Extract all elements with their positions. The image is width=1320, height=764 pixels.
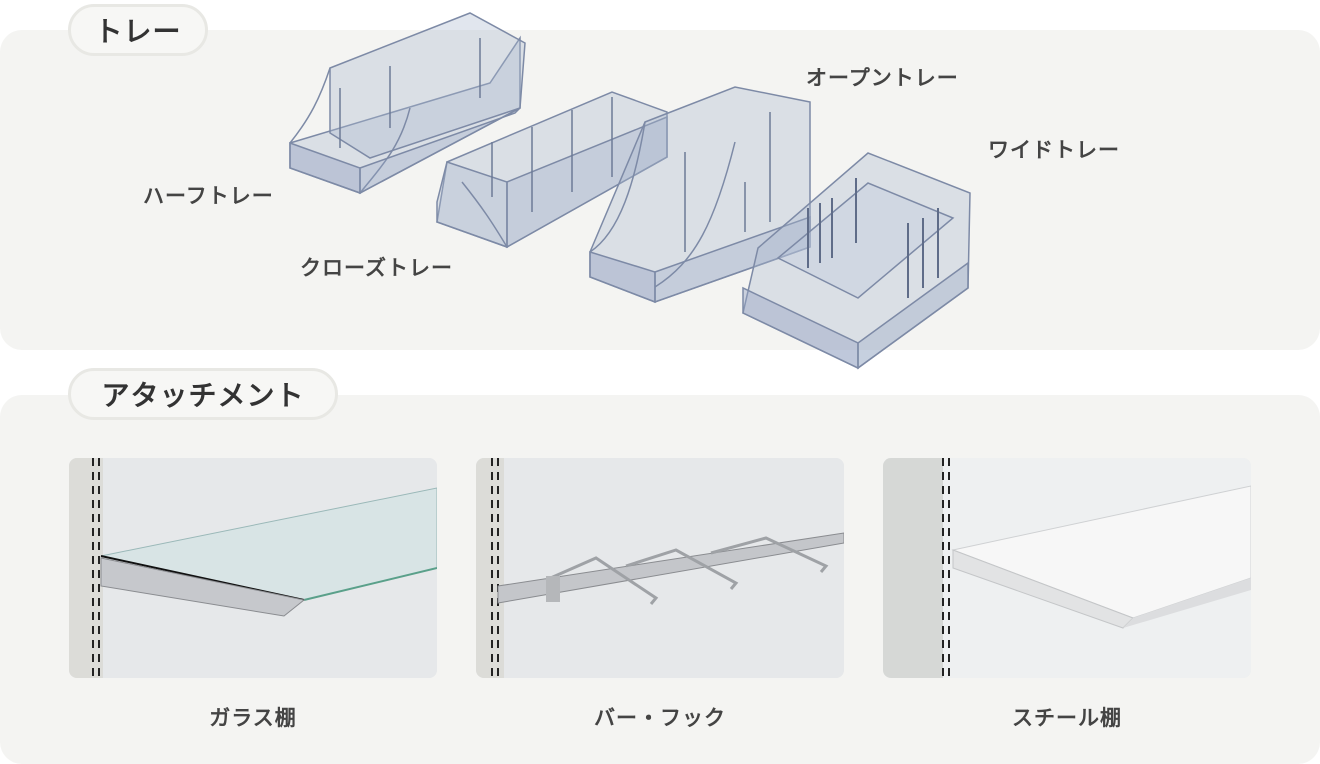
steel-shelf-photo	[883, 458, 1251, 678]
tray-panel	[0, 30, 1320, 350]
open-tray-label: オープントレー	[806, 66, 959, 90]
half-tray-label: ハーフトレー	[143, 184, 274, 208]
wide-tray-image	[742, 152, 971, 370]
bar-hook-photo	[476, 458, 844, 678]
bar-hook-label: バー・フック	[594, 706, 726, 730]
attachment-section-heading: アタッチメント	[68, 368, 338, 420]
glass-shelf-photo	[69, 458, 437, 678]
steel-shelf-label: スチール棚	[1012, 706, 1122, 730]
close-tray-image	[436, 91, 668, 249]
tray-section-heading: トレー	[68, 4, 208, 56]
wide-tray-label: ワイドトレー	[988, 138, 1120, 162]
close-tray-label: クローズトレー	[300, 256, 453, 280]
half-tray-image	[289, 12, 526, 195]
glass-shelf-label: ガラス棚	[209, 706, 297, 730]
open-tray-image	[589, 86, 811, 304]
